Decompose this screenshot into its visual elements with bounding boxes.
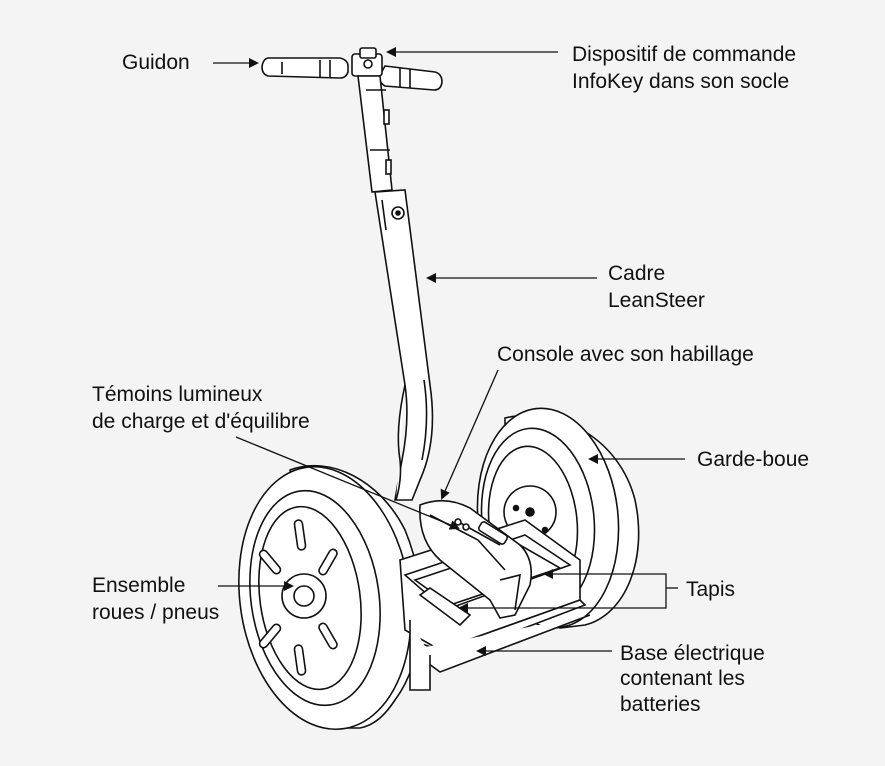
label-tapis: Tapis [686,578,736,601]
label-guidon: Guidon [122,51,190,74]
label-temoins-line1: Témoins lumineux [92,383,263,406]
leader-tapis-lower [458,573,667,613]
label-ensemble-line2: roues / pneus [92,601,220,624]
label-base-line3: batteries [620,693,701,716]
leader-lines [213,47,685,656]
label-garde-boue: Garde-boue [697,448,810,471]
label-console: Console avec son habillage [497,343,754,366]
label-cadre-line2: LeanSteer [608,289,705,312]
handlebar [261,47,443,91]
left-wheel [238,465,422,731]
leader-temoins [235,436,460,530]
leansteer-frame [357,75,434,501]
leader-console [440,369,499,500]
label-base-line1: Base électrique [620,642,765,665]
label-temoins-line2: de charge et d'équilibre [92,410,310,433]
label-cadre-line1: Cadre [608,262,666,285]
label-infokey-line2: InfoKey dans son socle [572,70,790,93]
label-base-line2: contenant les [620,667,745,690]
label-ensemble-line1: Ensemble [92,574,186,597]
label-infokey-line1: Dispositif de commande [572,43,797,66]
